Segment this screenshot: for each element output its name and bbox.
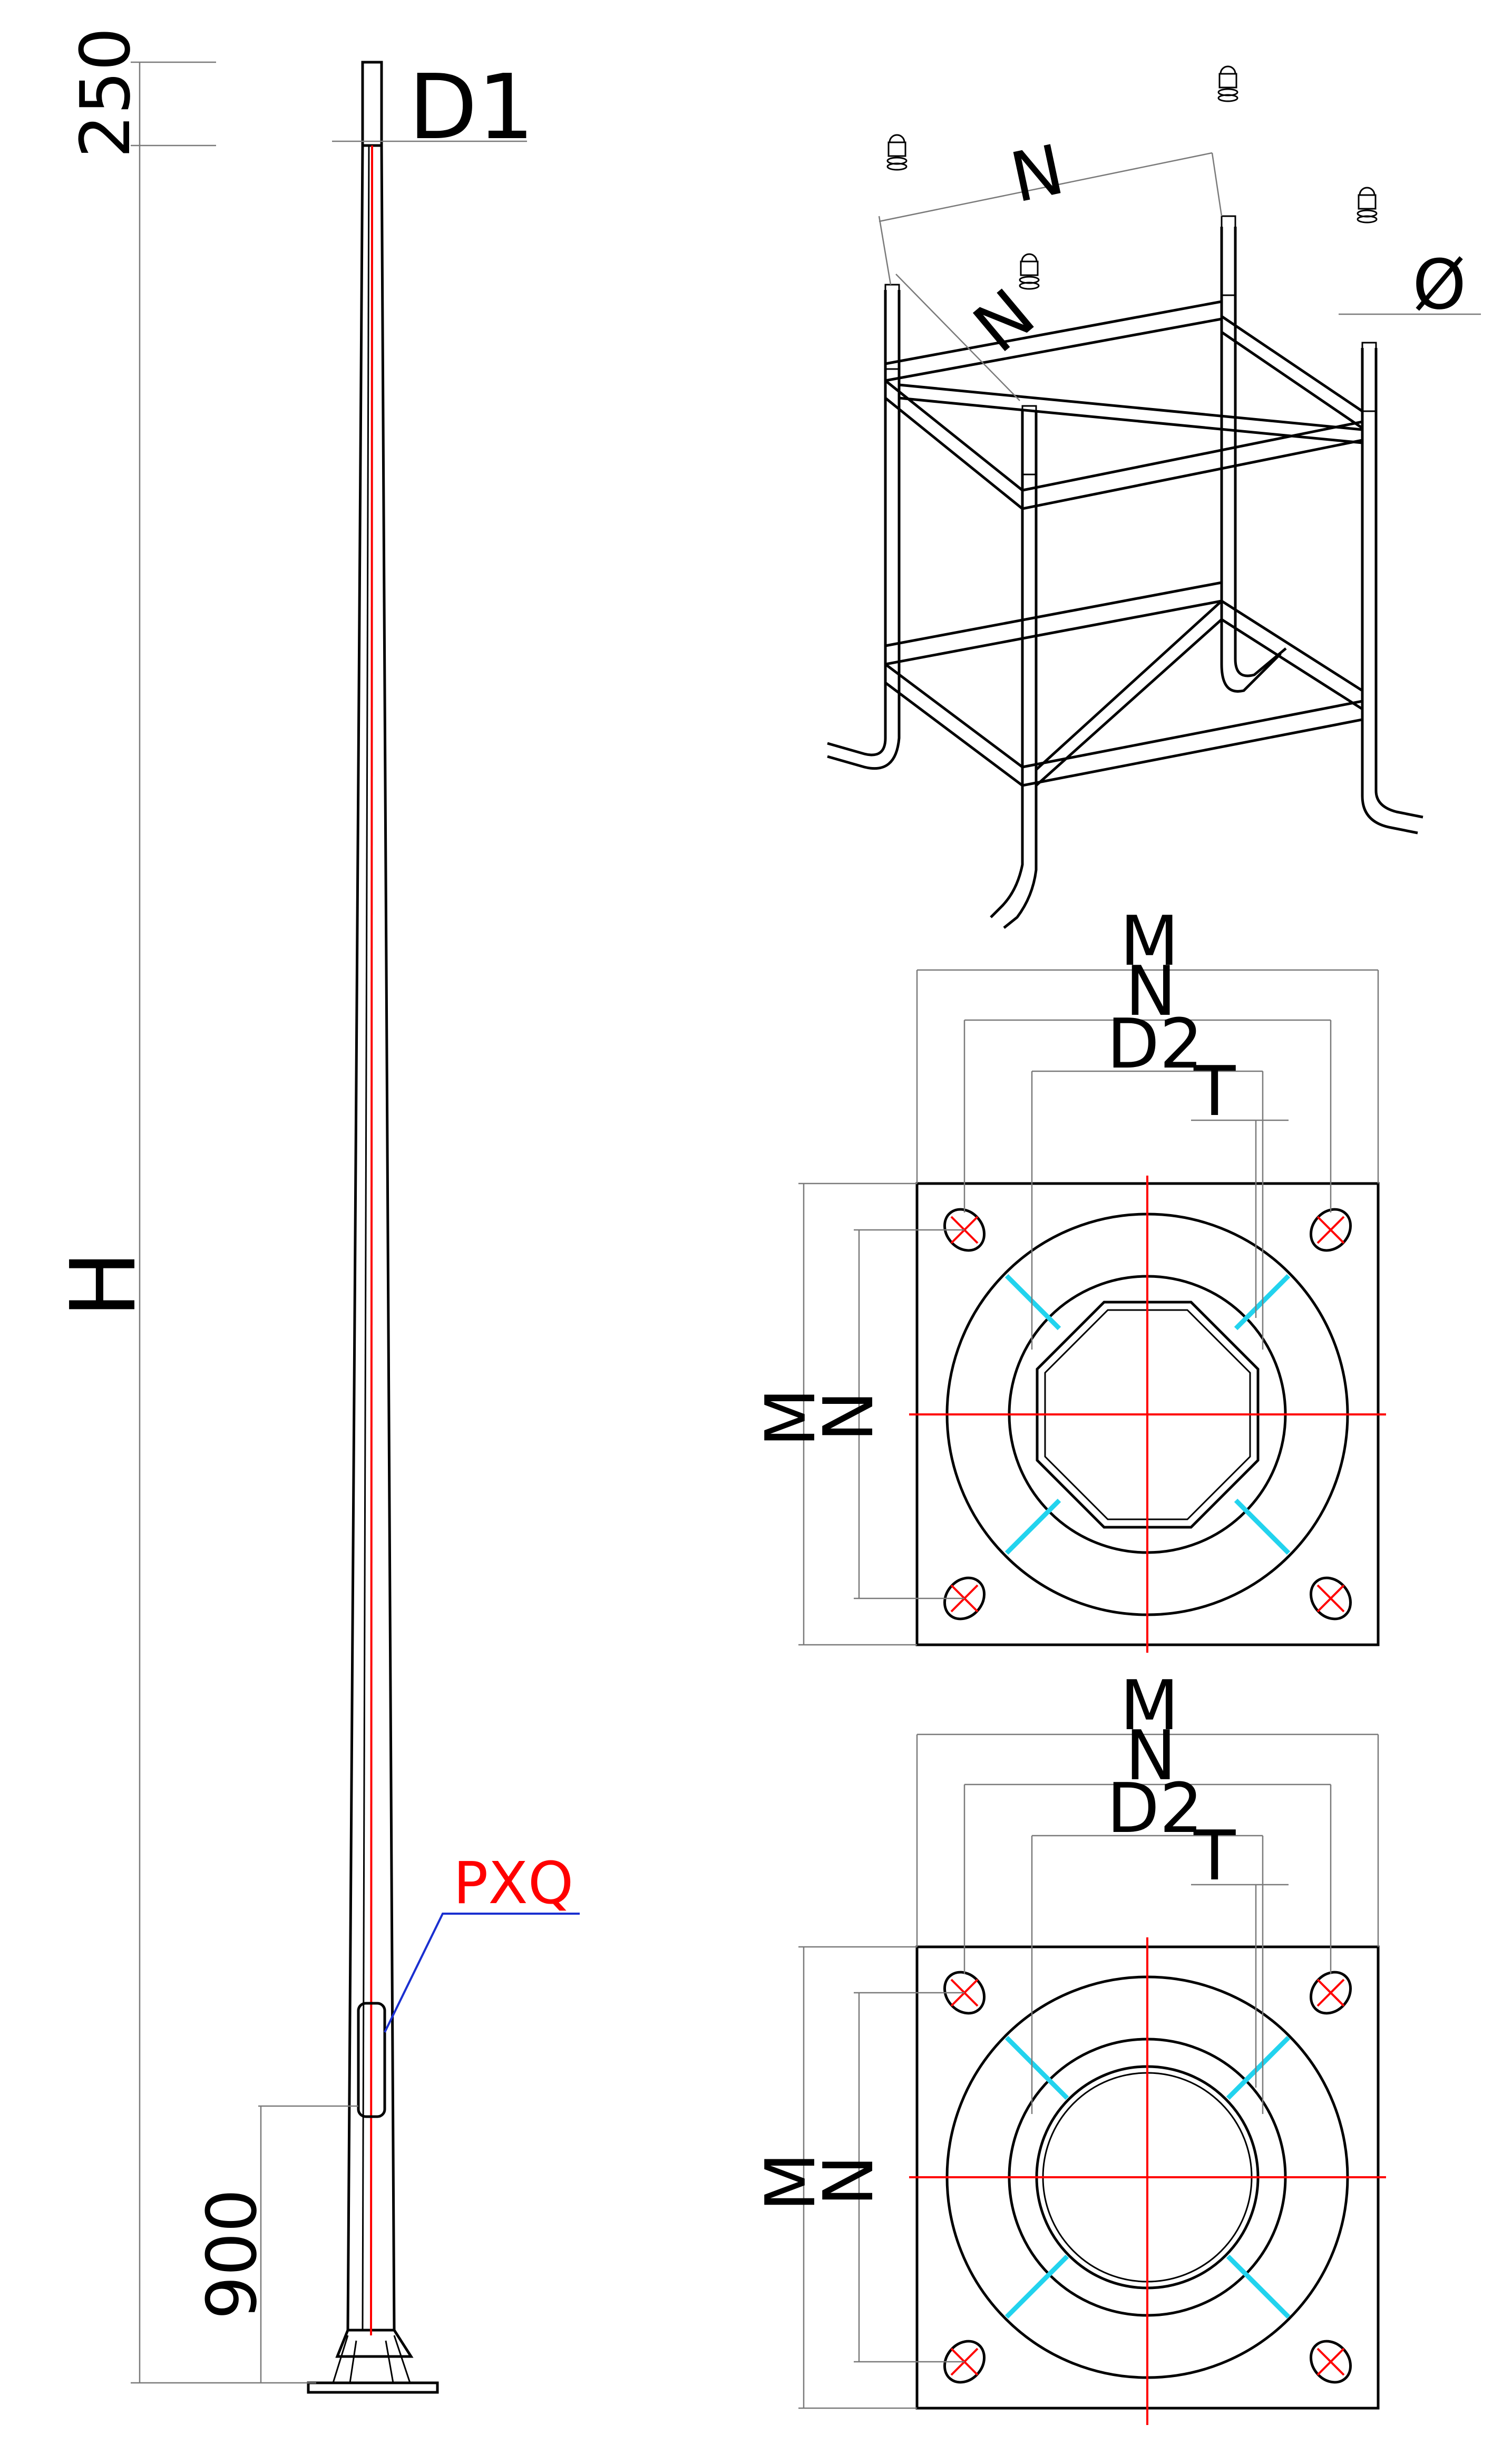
dim-oct-side-outer: M [750, 1388, 831, 1447]
pole-centerline [370, 145, 373, 2336]
pole-base [307, 2329, 439, 2394]
dim-oct-bolt-spacing: N [1125, 951, 1176, 1031]
weld-lines [1004, 2035, 1291, 2319]
dim-bolt-diameter: Ø [1412, 245, 1466, 325]
plate-octagonal: M N D2 T M N [750, 901, 1386, 1653]
door-leader [384, 1913, 580, 2033]
pole-top-tenon [361, 61, 383, 147]
dim-cage-spacing-1: N [1004, 129, 1071, 218]
dim-round-flange-diameter: D2 [1107, 1768, 1203, 1848]
access-door [357, 2002, 386, 2118]
dim-round-side-spacing: N [808, 2155, 889, 2206]
pole-elevation: 250 D1 H 900 PXQ [52, 27, 580, 2394]
dim-oct-side-spacing: N [808, 1391, 889, 1442]
dim-round-bolt-spacing: N [1125, 1715, 1176, 1796]
dim-round-thickness: T [1193, 1816, 1236, 1896]
dim-oct-thickness: T [1193, 1051, 1236, 1131]
plate-round: M N D2 T M N [750, 1665, 1386, 2425]
anchor-cage: N N Ø [827, 65, 1481, 929]
dim-door-height: 900 [192, 2189, 272, 2320]
nut-4 [1357, 187, 1378, 224]
dim-oct-flange-diameter: D2 [1107, 1004, 1203, 1084]
dim-round-width-outer: M [1120, 1665, 1179, 1745]
dim-height: H [52, 1250, 156, 1318]
nut-3 [1019, 253, 1040, 290]
dim-top-diameter: D1 [408, 55, 534, 160]
octagon-shaft [1036, 1301, 1260, 1529]
nut-1 [886, 134, 908, 171]
dim-oct-width-outer: M [1120, 901, 1179, 981]
dim-round-side-outer: M [750, 2152, 831, 2212]
nut-2 [1217, 65, 1238, 102]
door-label: PXQ [453, 1849, 573, 1917]
dim-top-length: 250 [65, 27, 145, 158]
